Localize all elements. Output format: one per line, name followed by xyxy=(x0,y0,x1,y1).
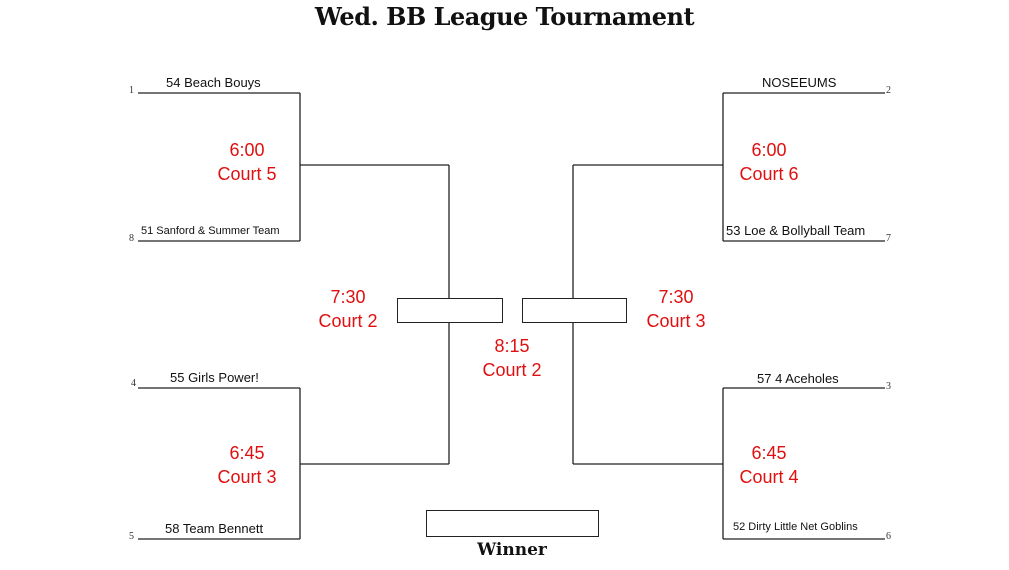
seed-5: 5 xyxy=(129,531,134,542)
team-noseeums: NOSEEUMS xyxy=(762,75,837,90)
game-court: Court 3 xyxy=(646,311,706,331)
game-time: 7:30 xyxy=(658,287,694,307)
seed-7: 7 xyxy=(886,233,891,244)
game-court: Court 3 xyxy=(217,467,277,487)
game-time: 8:15 xyxy=(494,336,530,356)
game-1-8-schedule: 6:00 Court 5 xyxy=(192,138,302,186)
game-3-6-schedule: 6:45 Court 4 xyxy=(714,441,824,489)
winner-label: Winner xyxy=(477,540,547,560)
tournament-title: Wed. BB League Tournament xyxy=(314,2,695,31)
game-court: Court 2 xyxy=(318,311,378,331)
semi-left-winner-slot[interactable] xyxy=(397,298,503,323)
team-57-4-aceholes: 57 4 Aceholes xyxy=(757,371,839,386)
seed-3: 3 xyxy=(886,381,891,392)
game-2-7-schedule: 6:00 Court 6 xyxy=(714,138,824,186)
game-time: 6:45 xyxy=(229,443,265,463)
final-schedule: 8:15 Court 2 xyxy=(457,334,567,382)
semi-right-schedule: 7:30 Court 3 xyxy=(621,285,731,333)
team-53-loe-bollyball: 53 Loe & Bollyball Team xyxy=(726,223,866,238)
seed-2: 2 xyxy=(886,85,891,96)
seed-4: 4 xyxy=(131,378,136,389)
team-55-girls-power: 55 Girls Power! xyxy=(170,370,259,385)
game-court: Court 6 xyxy=(739,164,799,184)
game-court: Court 2 xyxy=(482,360,542,380)
champion-slot[interactable] xyxy=(426,510,599,537)
game-time: 6:00 xyxy=(229,140,265,160)
team-52-dirty-little-net-goblins: 52 Dirty Little Net Goblins xyxy=(733,521,858,533)
seed-6: 6 xyxy=(886,531,891,542)
game-4-5-schedule: 6:45 Court 3 xyxy=(192,441,302,489)
semi-right-winner-slot[interactable] xyxy=(522,298,627,323)
game-time: 6:00 xyxy=(751,140,787,160)
game-time: 7:30 xyxy=(330,287,366,307)
game-time: 6:45 xyxy=(751,443,787,463)
game-court: Court 4 xyxy=(739,467,799,487)
seed-8: 8 xyxy=(129,233,134,244)
game-court: Court 5 xyxy=(217,164,277,184)
semi-left-schedule: 7:30 Court 2 xyxy=(293,285,403,333)
seed-1: 1 xyxy=(129,85,134,96)
team-51-sanford-summer: 51 Sanford & Summer Team xyxy=(141,225,280,237)
team-54-beach-bouys: 54 Beach Bouys xyxy=(166,75,261,90)
team-58-team-bennett: 58 Team Bennett xyxy=(165,521,264,536)
